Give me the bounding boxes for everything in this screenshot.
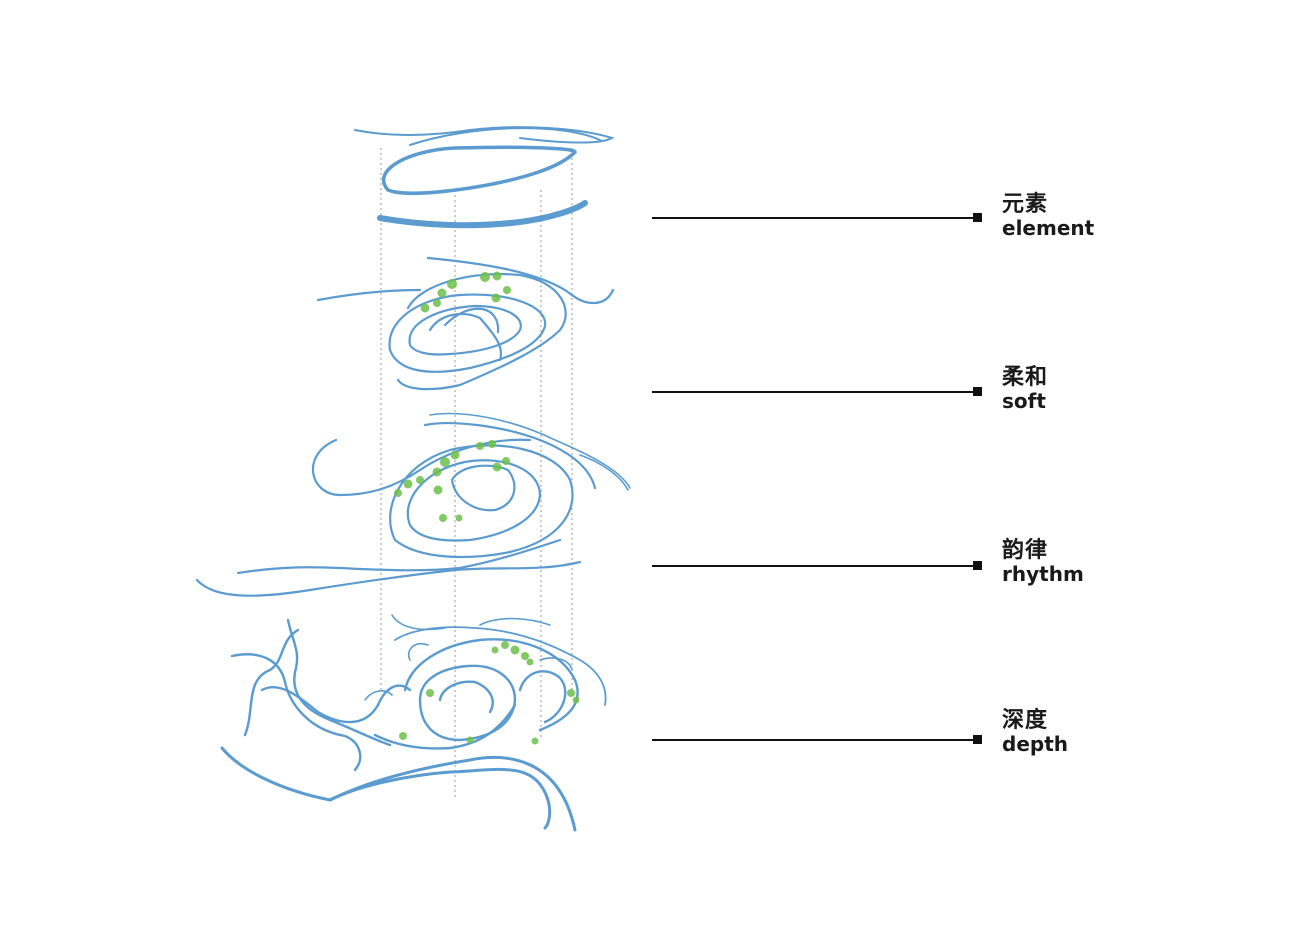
water-line <box>377 200 588 229</box>
tree-dot <box>476 442 484 450</box>
tree-dot <box>531 737 539 745</box>
tree-dot <box>403 479 413 489</box>
layer-label-depth: 深度 depth <box>1002 708 1068 756</box>
tree-dot <box>399 732 407 740</box>
leader-lines <box>652 213 982 744</box>
water-line <box>443 307 500 334</box>
water-line <box>316 288 422 302</box>
water-line <box>389 444 574 559</box>
tree-dot <box>455 514 463 522</box>
tree-dot <box>440 457 450 467</box>
layer-depth-sketch <box>220 614 607 832</box>
tree-dot <box>526 658 534 666</box>
tree-dot <box>439 514 447 522</box>
label-english: rhythm <box>1002 562 1084 587</box>
tree-dot <box>492 271 502 281</box>
tree-dot <box>433 299 441 307</box>
water-line <box>408 642 429 661</box>
water-line <box>479 617 551 626</box>
tree-dot <box>510 645 520 655</box>
tree-dot <box>501 641 509 649</box>
label-english: soft <box>1002 389 1046 414</box>
layer-label-rhythm: 韵律 rhythm <box>1002 538 1084 586</box>
water-line <box>403 638 579 732</box>
water-line <box>391 614 446 631</box>
water-line <box>429 412 631 489</box>
water-line <box>423 422 597 490</box>
water-line <box>328 756 577 832</box>
tree-dot <box>432 467 442 477</box>
label-english: depth <box>1002 732 1068 757</box>
layer-label-element: 元素 element <box>1002 192 1094 240</box>
layer-rhythm-sketch <box>195 412 631 597</box>
leader-end-marker <box>973 561 982 570</box>
tree-dot <box>492 462 502 472</box>
leader-end-marker <box>973 387 982 396</box>
layer-label-soft: 柔和 soft <box>1002 365 1048 413</box>
water-line <box>450 464 516 512</box>
water-line <box>396 273 567 391</box>
water-line <box>260 684 412 724</box>
tree-dot <box>480 272 490 282</box>
tree-dot <box>450 450 460 460</box>
water-line <box>236 538 562 575</box>
leader-end-marker <box>973 735 982 744</box>
water-line <box>408 304 522 356</box>
water-line <box>579 454 629 491</box>
tree-dot <box>567 689 575 697</box>
tree-dot <box>420 303 430 313</box>
water-line <box>518 670 567 724</box>
water-line <box>381 145 577 195</box>
layer-rhythm-greenery <box>394 440 510 522</box>
water-line <box>243 628 300 737</box>
label-english: element <box>1002 216 1095 241</box>
layer-soft-greenery <box>420 271 511 313</box>
tree-dot <box>437 288 447 298</box>
water-line <box>428 312 503 362</box>
water-line <box>409 127 601 146</box>
tree-dot <box>447 279 457 289</box>
label-chinese: 深度 <box>1002 708 1049 733</box>
water-line <box>418 664 517 742</box>
tree-dot <box>503 286 511 294</box>
water-line <box>220 746 552 830</box>
water-line <box>286 618 392 747</box>
tree-dot <box>521 652 529 660</box>
tree-dot <box>488 440 496 448</box>
tree-dot <box>572 696 580 704</box>
water-line <box>539 657 573 671</box>
layer-element-sketch <box>354 126 615 229</box>
water-line <box>438 680 494 714</box>
tree-dot <box>416 476 424 484</box>
label-chinese: 韵律 <box>1002 538 1049 563</box>
leader-end-marker <box>973 213 982 222</box>
layer-depth-greenery <box>399 641 580 745</box>
label-chinese: 元素 <box>1002 192 1049 217</box>
label-chinese: 柔和 <box>1002 365 1049 390</box>
layer-soft-sketch <box>316 256 615 391</box>
tree-dot <box>394 489 402 497</box>
water-line <box>364 690 393 701</box>
tree-dot <box>502 457 510 465</box>
tree-dot <box>466 736 474 744</box>
water-line <box>195 560 582 597</box>
water-line <box>230 653 362 772</box>
tree-dot <box>491 293 501 303</box>
water-line <box>406 459 542 542</box>
tree-dot <box>491 646 499 654</box>
tree-dot <box>433 485 443 495</box>
water-line <box>373 703 517 750</box>
tree-dot <box>426 689 434 697</box>
water-line <box>426 256 615 305</box>
